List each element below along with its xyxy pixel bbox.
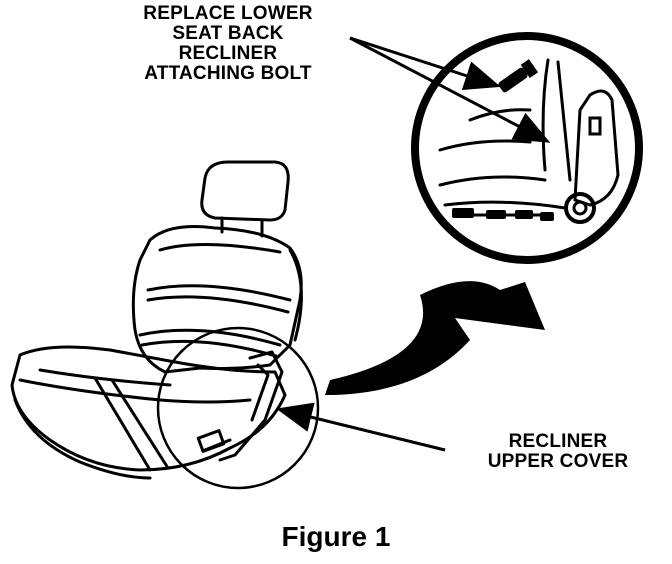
- magnifier-circle-large: [411, 32, 643, 264]
- callout-top-line-3: RECLINER: [178, 43, 278, 64]
- leader-line-bolt-2: [349, 36, 551, 143]
- figure-caption: Figure 1: [281, 521, 391, 552]
- callout-replace-bolt: REPLACE LOWER SEAT BACK RECLINER ATTACHI…: [108, 4, 348, 84]
- callout-top-line-2: SEAT BACK: [172, 23, 284, 44]
- curved-zoom-arrow: [325, 281, 545, 395]
- leader-line-bolt-1: [349, 36, 501, 91]
- leader-line-cover: [276, 402, 446, 452]
- callout-top-line-1: REPLACE LOWER: [143, 3, 313, 24]
- callout-bottom-line-1: RECLINER: [508, 431, 608, 452]
- bolt-icon: [498, 59, 539, 93]
- detail-magnified-view: [411, 32, 643, 264]
- car-seat-illustration: [10, 160, 303, 480]
- callout-top-line-4: ATTACHING BOLT: [144, 63, 312, 84]
- magnifier-circle-small: [156, 326, 320, 490]
- callout-bottom-line-2: UPPER COVER: [487, 451, 629, 472]
- callout-recliner-cover: RECLINER UPPER COVER: [448, 432, 668, 472]
